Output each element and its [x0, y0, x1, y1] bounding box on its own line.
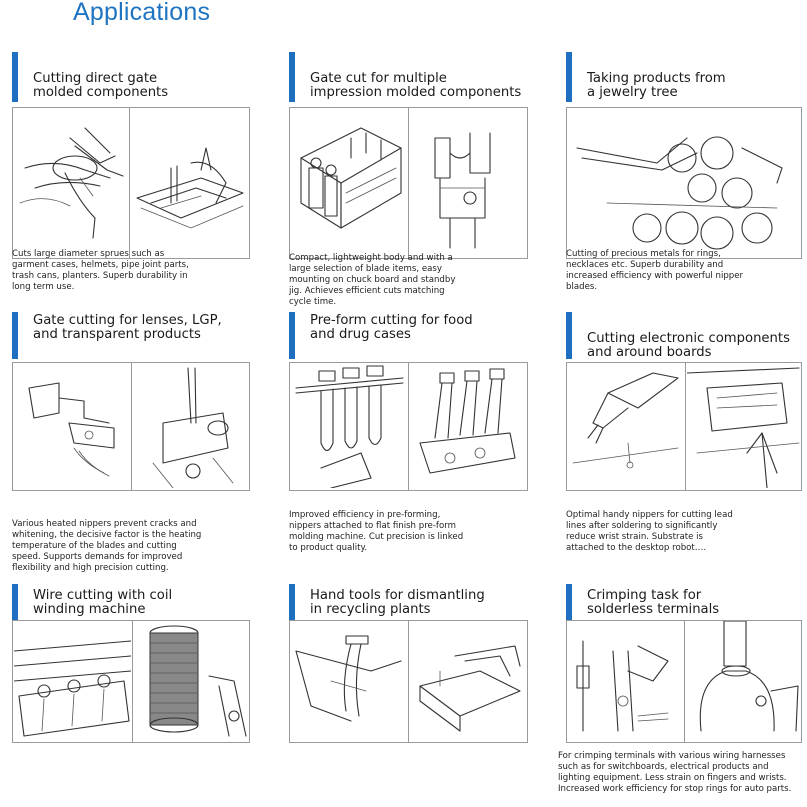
circuit-board-cutting-illustration [566, 362, 802, 491]
lens-gate-cut-illustration [12, 362, 250, 491]
accent-bar [566, 312, 572, 359]
coil-winding-illustration [12, 620, 250, 743]
page-title: Applications [73, 0, 211, 26]
card-title: Gate cutting for lenses, LGP, and transp… [33, 313, 222, 342]
accent-bar [566, 52, 572, 102]
card-title: Taking products from a jewelry tree [587, 71, 726, 100]
card-description: Cutting of precious metals for rings, ne… [566, 249, 744, 292]
accent-bar [289, 312, 295, 359]
jewelry-tree-rings-illustration [566, 107, 802, 259]
card-description: Optimal handy nippers for cutting lead l… [566, 510, 733, 553]
card-description: Various heated nippers prevent cracks an… [12, 519, 202, 573]
accent-bar [289, 52, 295, 102]
accent-bar [12, 52, 18, 102]
nipper-cutting-sprue-illustration [12, 107, 250, 259]
card-title: Gate cut for multiple impression molded … [310, 71, 522, 100]
card-title: Cutting electronic components and around… [587, 331, 790, 360]
accent-bar [566, 584, 572, 626]
card-description: For crimping terminals with various wiri… [558, 751, 792, 794]
recycling-dismantling-illustration [289, 620, 528, 743]
preform-cutting-illustration [289, 362, 528, 491]
multi-cavity-mold-illustration [289, 107, 528, 259]
crimping-terminal-illustration [566, 620, 802, 743]
card-title: Crimping task for solderless terminals [587, 588, 720, 617]
card-title: Pre-form cutting for food and drug cases [310, 313, 473, 342]
card-title: Hand tools for dismantling in recycling … [310, 588, 485, 617]
card-description: Cuts large diameter sprues such as garme… [12, 249, 189, 292]
card-title: Cutting direct gate molded components [33, 71, 169, 100]
accent-bar [12, 584, 18, 626]
card-title: Wire cutting with coil winding machine [33, 588, 173, 617]
accent-bar [289, 584, 295, 626]
card-description: Compact, lightweight body and with a lar… [289, 253, 456, 307]
card-description: Improved efficiency in pre-forming, nipp… [289, 510, 464, 553]
accent-bar [12, 312, 18, 359]
